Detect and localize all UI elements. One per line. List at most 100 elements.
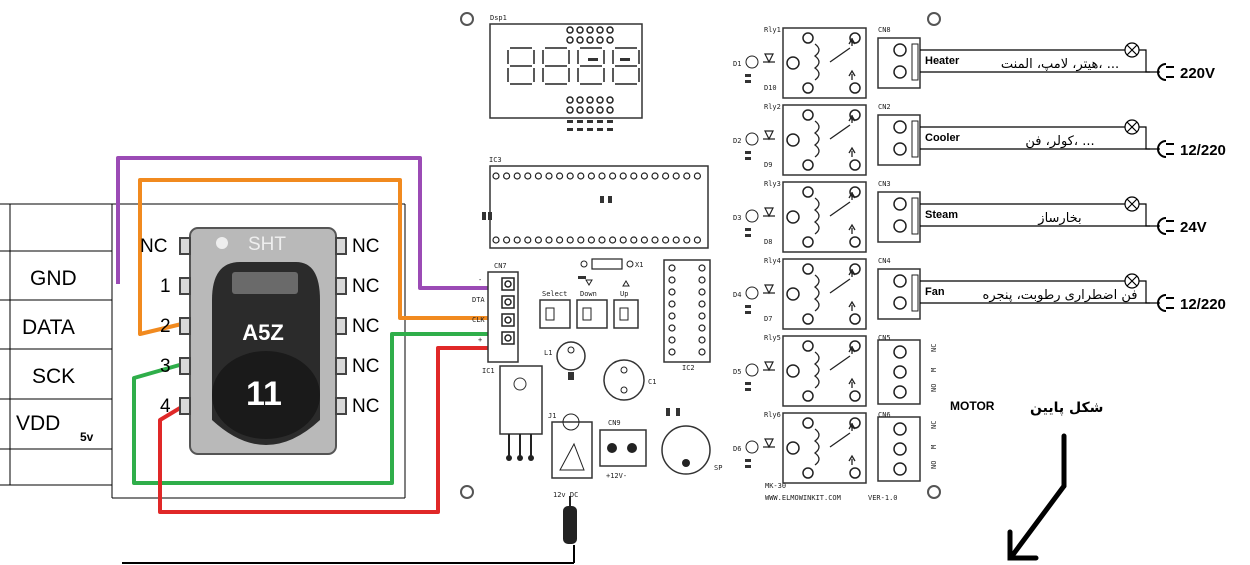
- chip-left-pin-1: 1: [160, 276, 171, 297]
- wire-sck: [132, 332, 488, 485]
- load-voltage: 220V: [1180, 65, 1215, 82]
- relay-label: Rly1: [764, 26, 781, 34]
- chip-right-pin-5: NC: [352, 396, 379, 417]
- buttons-row: Select Down Up: [539, 279, 639, 329]
- up-button[interactable]: [613, 299, 639, 329]
- load-row: Fan فن اضطراری رطوبت، پنجره 12/220: [920, 273, 1226, 313]
- ic2-pins: [668, 264, 706, 356]
- terminal-block: [877, 339, 921, 405]
- chip-dot: [216, 237, 228, 249]
- output-connector-label: CN5: [878, 334, 891, 342]
- diode-label: D4: [733, 291, 741, 299]
- relay-bank: Rly1D1D10CN8Rly2D2D9CN2Rly3D3D8CN3Rly4D4…: [733, 26, 938, 484]
- chip-header: SHT: [248, 234, 286, 255]
- inductor-l1: [556, 341, 586, 371]
- jack-label: 12v DC: [553, 491, 578, 499]
- display-outline: [489, 23, 643, 119]
- diode-label: D1: [733, 60, 741, 68]
- capacitor-c1: [603, 359, 645, 401]
- sensor-chip: SHT A5Z 11 NC 1 2 3 4 NC NC NC NC NC: [140, 227, 379, 455]
- load-label: Cooler: [925, 132, 961, 144]
- load-label: Fan: [925, 286, 945, 298]
- cn7-connector: [487, 271, 519, 363]
- output-connector-label: CN8: [878, 26, 891, 34]
- button-label-up: Up: [620, 290, 628, 298]
- cn7-label: CN7: [494, 262, 507, 270]
- cn7-pin-minus: -: [478, 276, 482, 284]
- display-pads-top: [566, 26, 614, 114]
- select-button[interactable]: [539, 299, 571, 329]
- mount-hole-icon: [927, 485, 941, 499]
- ic2-label: IC2: [682, 364, 695, 372]
- load-description: فن اضطراری رطوبت، پنجره: [983, 288, 1138, 303]
- load-description: هیتر، لامپ، المنت، ...: [1001, 57, 1119, 72]
- terminal-block: [877, 416, 921, 482]
- button-label-select: Select: [542, 290, 567, 298]
- relay-label: Rly5: [764, 334, 781, 342]
- chip-model: A5Z: [242, 320, 284, 345]
- diode-sub-label: D7: [764, 315, 772, 323]
- wires: [116, 156, 575, 564]
- table-row-vdd: VDD: [16, 412, 60, 435]
- motor-label: MOTOR: [950, 399, 995, 413]
- controller-board: Dsp1 IC3 CN7: [460, 12, 941, 544]
- button-label-down: Down: [580, 290, 597, 298]
- board-model: MK-30: [765, 482, 786, 490]
- chip-left-pin-nc: NC: [140, 236, 167, 257]
- dc-plug-icon: [563, 506, 577, 544]
- diode-sub-label: D8: [764, 238, 772, 246]
- wire-data: [138, 178, 488, 336]
- load-label: Heater: [925, 55, 960, 67]
- diode-label: D2: [733, 137, 741, 145]
- wire-gnd: [116, 156, 488, 290]
- chip-left-pin-3: 3: [160, 356, 171, 377]
- diode-label: D5: [733, 368, 741, 376]
- ic3-label: IC3: [489, 156, 502, 164]
- load-row: Cooler کولر، فن، ... 12/220: [920, 119, 1226, 159]
- output-connector-label: CN4: [878, 257, 891, 265]
- load-voltage: 12/220: [1180, 296, 1226, 313]
- output-connector-label: CN3: [878, 180, 891, 188]
- motor-pin-label: NC: [930, 421, 938, 429]
- shape-below-label: شکل پایین: [1030, 400, 1103, 416]
- relay-label: Rly6: [764, 411, 781, 419]
- ic1-label: IC1: [482, 367, 495, 375]
- load-list: Heater هیتر، لامپ، المنت، ... 220V Cooler کو…: [920, 42, 1226, 313]
- output-connector-label: CN6: [878, 411, 891, 419]
- table-row-gnd: GND: [30, 267, 77, 290]
- board-version: VER-1.0: [868, 494, 898, 502]
- relay-label: Rly2: [764, 103, 781, 111]
- ic2-outline: [663, 259, 711, 363]
- output-connector-label: CN2: [878, 103, 891, 111]
- plug-icon: [1157, 63, 1174, 81]
- l1-label: L1: [544, 349, 552, 357]
- down-button[interactable]: [576, 299, 608, 329]
- chip-right-pin-1: NC: [352, 236, 379, 257]
- cn7-pin-dta: DTA: [472, 296, 485, 304]
- wire-vdd: [158, 346, 488, 514]
- motor-pin-label: NO: [930, 461, 938, 469]
- vdd-subscript: 5v: [80, 430, 94, 444]
- speaker-sp: [661, 425, 711, 475]
- load-voltage: 12/220: [1180, 142, 1226, 159]
- ic3-pins: [492, 172, 702, 244]
- c1-label: C1: [648, 378, 656, 386]
- diode-sub-label: D10: [764, 84, 777, 92]
- table-row-data: DATA: [22, 316, 75, 339]
- plug-icon: [1157, 217, 1174, 235]
- mount-hole-icon: [927, 12, 941, 26]
- load-voltage: 24V: [1180, 219, 1207, 236]
- diode-label: D3: [733, 214, 741, 222]
- mount-hole-icon: [460, 12, 474, 26]
- chip-number: 11: [246, 375, 282, 413]
- motor-pin-label: NO: [930, 384, 938, 392]
- cn9-label: CN9: [608, 419, 621, 427]
- load-description: کولر، فن، ...: [1025, 134, 1094, 149]
- plug-icon: [1157, 140, 1174, 158]
